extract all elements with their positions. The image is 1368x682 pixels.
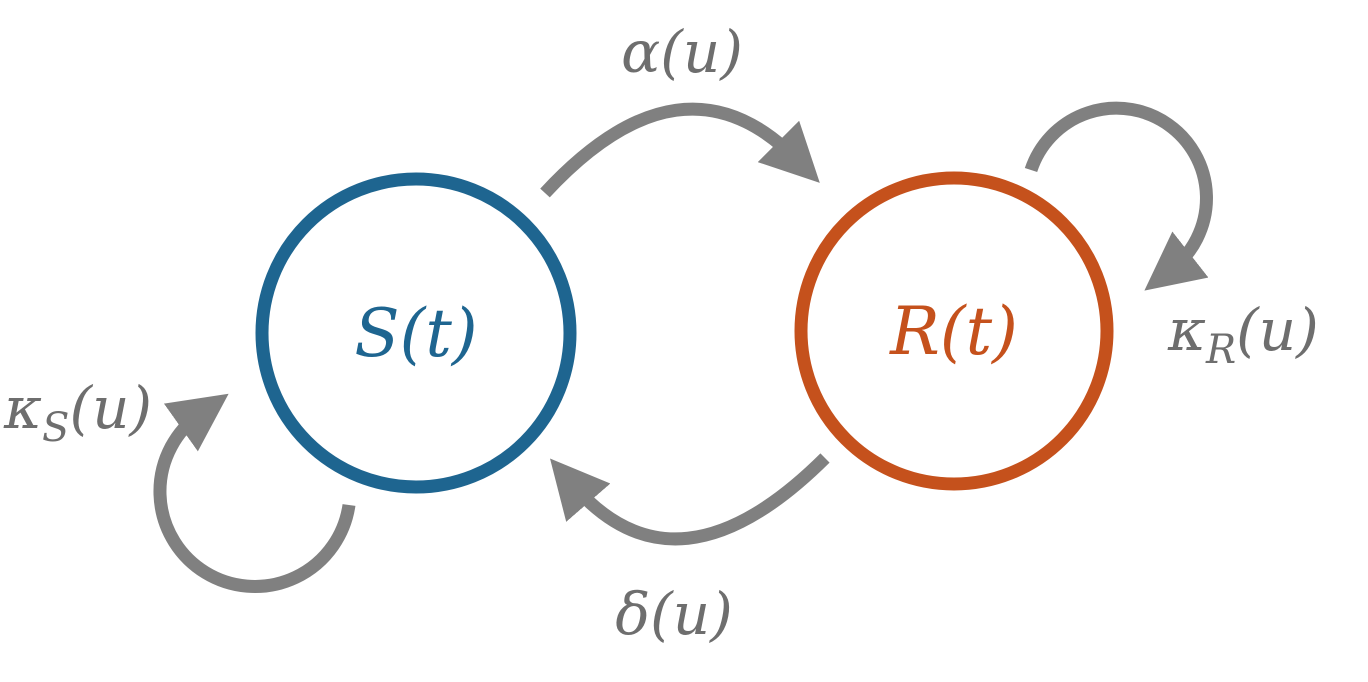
kappa-r-subscript: R — [1205, 327, 1236, 373]
kappa-r-base: κ — [1167, 296, 1206, 364]
transition-arrow-s-to-r — [540, 102, 820, 198]
transition-arrow-r-to-s — [549, 453, 830, 546]
transition-label-alpha: α(u) — [621, 18, 743, 86]
kappa-s-subscript: S — [42, 405, 69, 451]
self-loop-arrow-s — [153, 393, 356, 593]
kappa-r-rest: (u) — [1236, 296, 1319, 364]
state-r-circle — [794, 171, 1114, 491]
transition-label-delta: δ(u) — [615, 580, 733, 648]
self-loop-arrow-r — [1024, 101, 1213, 291]
state-r-label: R(t) — [889, 293, 1018, 370]
kappa-s-rest: (u) — [69, 374, 152, 442]
state-s-label: S(t) — [354, 295, 477, 372]
self-loop-label-kappa-s: κS(u) — [3, 374, 152, 451]
kappa-s-base: κ — [3, 374, 42, 442]
self-loop-label-kappa-r: κR(u) — [1167, 296, 1319, 373]
state-s-circle — [255, 172, 577, 494]
